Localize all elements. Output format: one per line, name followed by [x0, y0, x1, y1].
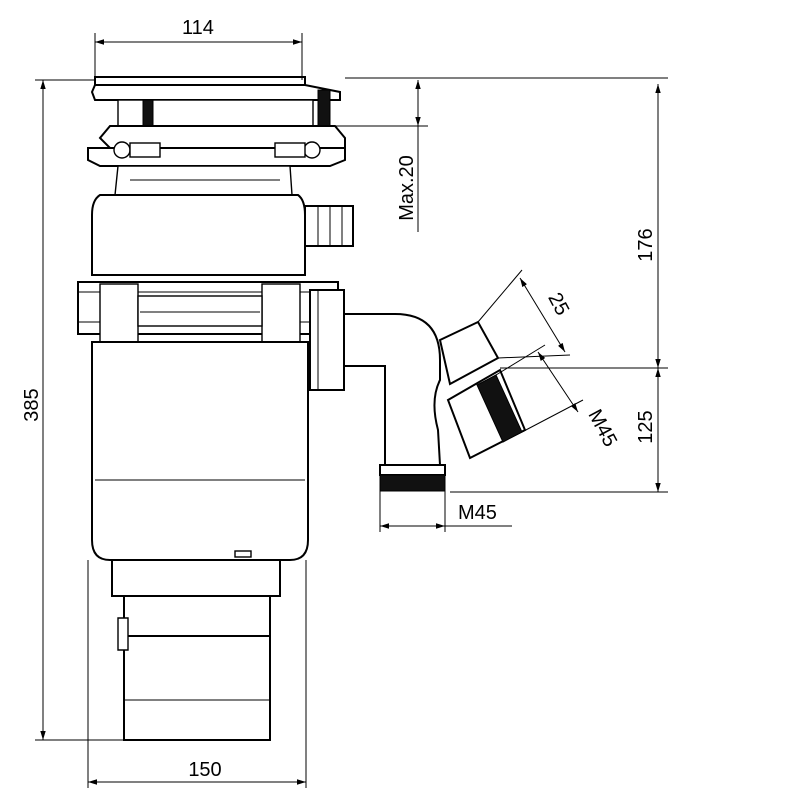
disposer-body [77, 76, 527, 741]
dimension-label-total-height: 385 [21, 388, 43, 421]
angled-outlet [438, 320, 500, 386]
dimension-label-outlet-thread: M45 [583, 406, 621, 451]
dimension-label-bottom-thread: M45 [458, 502, 497, 524]
dimension-total-height: 385 [21, 79, 124, 741]
dimension-outlet-length: 25 [477, 269, 573, 359]
motor-housing [91, 341, 309, 561]
dimension-bottom-thread: M45 [379, 491, 512, 532]
dimension-bottom-width: 150 [87, 560, 307, 788]
dimension-max-thickness: Max.20 [330, 80, 428, 232]
dimension-label-bottom-width: 150 [188, 759, 221, 781]
upper-housing [91, 194, 306, 276]
dishwasher-inlet [304, 205, 354, 247]
dimension-right-heights: 176 125 [345, 77, 668, 493]
dimension-label-lower-height: 125 [635, 410, 657, 443]
sink-flange [94, 76, 306, 86]
dimension-label-max-thickness: Max.20 [396, 155, 418, 221]
dimension-top-width: 114 [94, 17, 303, 80]
base-cylinder [123, 635, 271, 741]
dimension-label-outlet-length: 25 [543, 289, 573, 319]
drain-pipe [343, 313, 442, 466]
dimension-label-top-width: 114 [182, 17, 214, 39]
bottom-thread-band [379, 464, 446, 476]
outlet-block [309, 289, 345, 391]
dimension-label-upper-height: 176 [635, 228, 657, 261]
